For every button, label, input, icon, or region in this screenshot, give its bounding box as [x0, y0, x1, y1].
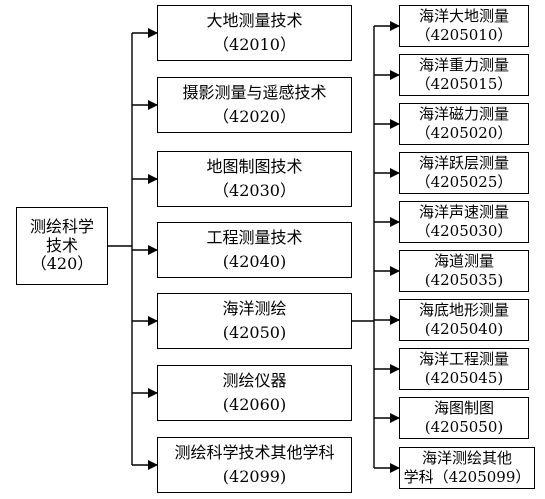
discipline-name: 工程测量技术 — [206, 227, 303, 247]
subdiscipline-name: 海底地形测量 — [418, 300, 509, 319]
subdiscipline-name: 海洋跃层测量 — [418, 153, 509, 172]
subdiscipline-name: 海洋重力测量 — [418, 55, 509, 74]
subdiscipline-box-marine-gravity: 海洋重力测量 （4205015） — [399, 54, 529, 96]
discipline-name: 地图制图技术 — [206, 156, 303, 176]
discipline-code: （42010） — [213, 35, 296, 54]
subdiscipline-box-marine-geodesy: 海洋大地测量 （4205010） — [399, 5, 529, 47]
discipline-code: (42060) — [222, 395, 287, 414]
discipline-box-cartography: 地图制图技术 （42030） — [157, 151, 352, 207]
discipline-name: 摄影测量与遥感技术 — [182, 82, 327, 102]
discipline-box-geodesy: 大地测量技术 （42010） — [157, 5, 352, 61]
subdiscipline-name: 海图制图 — [433, 398, 494, 417]
discipline-box-instruments: 测绘仪器 (42060) — [157, 365, 352, 421]
subdiscipline-name: 海洋测绘其他 — [421, 448, 512, 467]
subdiscipline-code: （4205020） — [415, 124, 513, 142]
subdiscipline-box-hydrographic-survey: 海道测量 (4205035) — [399, 250, 529, 292]
root-line-1: 测绘科学 — [29, 217, 94, 237]
subdiscipline-name: 海洋声速测量 — [418, 202, 509, 221]
subdiscipline-code: (4205045) — [424, 369, 504, 387]
discipline-box-marine-surveying: 海洋测绘 (42050) — [157, 293, 352, 349]
discipline-name: 海洋测绘 — [222, 298, 287, 318]
discipline-box-photogrammetry: 摄影测量与遥感技术 （42020） — [157, 77, 352, 133]
subdiscipline-box-sound-velocity: 海洋声速测量 （4205030） — [399, 201, 529, 243]
subdiscipline-code: （4205030） — [415, 222, 513, 240]
subdiscipline-code: (4205050) — [424, 418, 504, 436]
discipline-code: （42030） — [213, 181, 296, 200]
subdiscipline-name: 海洋大地测量 — [418, 6, 509, 25]
subdiscipline-code: （4205015） — [415, 75, 513, 93]
subdiscipline-box-marine-engineering: 海洋工程测量 (4205045) — [399, 348, 529, 390]
subdiscipline-name: 海洋工程测量 — [418, 349, 509, 368]
discipline-code: (42050) — [222, 323, 287, 342]
discipline-code: （42020） — [213, 107, 296, 126]
discipline-box-engineering-survey: 工程测量技术 (42040) — [157, 222, 352, 278]
discipline-box-other: 测绘科学技术其他学科 (42099) — [157, 437, 352, 493]
subdiscipline-box-seabed-topography: 海底地形测量 (4205040) — [399, 299, 529, 341]
discipline-name: 测绘仪器 — [222, 370, 287, 390]
subdiscipline-box-marine-magnetic: 海洋磁力测量 （4205020） — [399, 103, 529, 145]
discipline-code: (42040) — [222, 252, 287, 271]
root-discipline-box: 测绘科学 技术 （420） — [16, 207, 108, 285]
root-line-2: 技术 — [45, 235, 78, 255]
subdiscipline-code: (4205040) — [424, 320, 504, 338]
subdiscipline-code: 学科（4205099） — [403, 468, 531, 486]
discipline-code: (42099) — [222, 467, 287, 486]
subdiscipline-code: （4205025） — [415, 173, 513, 191]
subdiscipline-code: (4205035) — [424, 271, 504, 289]
subdiscipline-code: （4205010） — [415, 26, 513, 44]
subdiscipline-name: 海洋磁力测量 — [418, 104, 509, 123]
subdiscipline-name: 海道测量 — [433, 251, 494, 270]
root-line-3: （420） — [30, 254, 94, 274]
subdiscipline-box-chart-making: 海图制图 (4205050) — [399, 397, 529, 439]
discipline-name: 测绘科学技术其他学科 — [174, 442, 335, 462]
subdiscipline-box-thermocline: 海洋跃层测量 （4205025） — [399, 152, 529, 194]
subdiscipline-box-other-marine: 海洋测绘其他 学科（4205099） — [399, 447, 535, 489]
discipline-name: 大地测量技术 — [206, 10, 303, 30]
